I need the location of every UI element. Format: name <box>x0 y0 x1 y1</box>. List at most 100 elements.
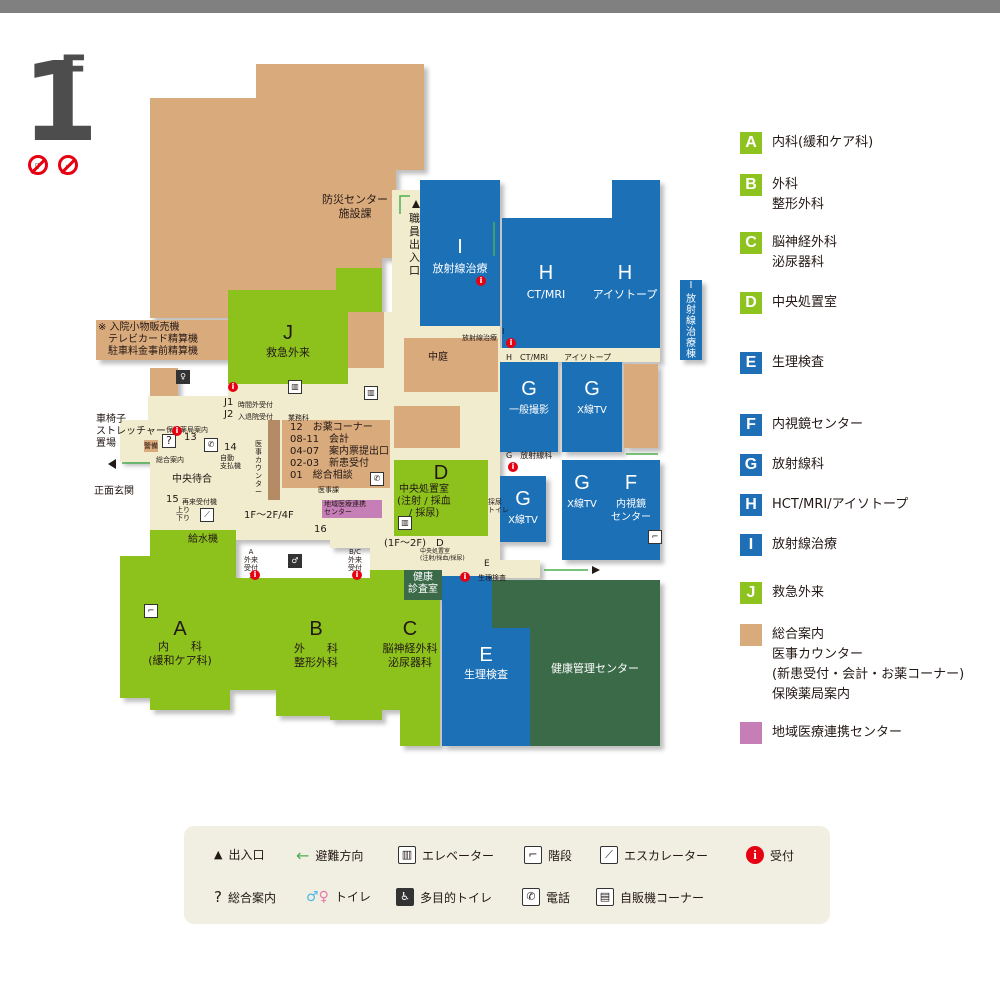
key-elevator: ▥ エレベーター <box>398 846 494 864</box>
legend-swatch-H: H <box>740 494 762 516</box>
area-H1 <box>502 218 590 348</box>
area-F-letter: F <box>624 472 638 494</box>
j1-label: J1 <box>224 397 234 408</box>
area-G3-letter: G <box>515 488 531 510</box>
area-G4 <box>562 460 602 560</box>
j1-text: 時間外受付 <box>238 401 273 409</box>
floor-suffix: F <box>60 48 88 94</box>
staff-entrance-label: 職 員 出 入 口 <box>409 212 420 277</box>
d-uketsuke-letter: D <box>436 538 444 549</box>
area-E-name: 生理検査 <box>464 668 508 681</box>
area-G4-letter: G <box>574 472 590 494</box>
area-G4-name: X線TV <box>567 499 597 510</box>
front-entrance-label: 正面玄関 <box>94 486 134 497</box>
key-evac-label: 避難方向 <box>315 849 364 863</box>
wheelchair-storage: 車椅子 ストレッチャー 置場 <box>96 414 166 449</box>
key-accessible-label: 多目的トイレ <box>420 890 493 905</box>
area-G2-name: X線TV <box>577 405 607 416</box>
area-J <box>228 268 382 384</box>
area-C <box>382 570 440 746</box>
area-I2-letter: I <box>689 280 693 291</box>
legend-swatch-A: A <box>740 132 762 154</box>
area-J-letter: J <box>283 322 293 344</box>
info-question-icon: ? <box>162 434 176 448</box>
h-uketsuke: H CT/MRI アイソトープ <box>506 353 612 362</box>
legend-swatch-F: F <box>740 414 762 436</box>
area-G1-letter: G <box>521 378 537 400</box>
area-J-name: 救急外来 <box>266 346 310 359</box>
legend-swatch-general <box>740 624 762 646</box>
legend-text-A: 内科(緩和ケア科) <box>772 135 874 150</box>
elevator-icon: ▥ <box>288 380 302 394</box>
key-entrance-label: 出入口 <box>228 848 265 862</box>
j2-label: J2 <box>224 409 234 420</box>
key-escalator-label: エスカレーター <box>624 848 709 863</box>
area-D-name: 中央処置室 (注射 / 採血 / 採尿) <box>397 484 451 519</box>
reception-icon: i <box>250 570 260 580</box>
area-I2 <box>680 280 702 360</box>
area-D-letter: D <box>433 462 449 484</box>
key-evac: ← 避難方向 <box>296 846 363 865</box>
gyoumu-label: 業務科 <box>288 414 309 422</box>
key-phone: ✆ 電話 <box>522 888 570 906</box>
key-escalator: ⟋ エスカレーター <box>600 846 708 864</box>
area-H1-name: CT/MRI <box>526 288 566 301</box>
entrance-triangle <box>108 459 116 469</box>
legend-swatch-J: J <box>740 582 762 604</box>
key-entrance: ▲ 出入口 <box>214 846 264 863</box>
area-A <box>120 530 276 710</box>
reception-icon: i <box>746 846 764 864</box>
bousai-label: 防災センター 施設課 <box>322 193 388 220</box>
chiiki-label: 地域医療連携 センター <box>324 500 366 516</box>
reception-icon: i <box>352 570 362 580</box>
area-I1 <box>420 180 500 326</box>
n13-label: 13 <box>184 432 197 443</box>
stairs-icon: ⌐ <box>144 604 158 618</box>
hoken-label: 保険薬局案内 <box>166 426 208 434</box>
phone-icon: ✆ <box>204 438 218 452</box>
counter-list: 12 お薬コーナー 08-11 会計 04-07 案内票提出口 02-03 新患… <box>290 422 390 481</box>
area-G2 <box>562 362 622 452</box>
health-check-label: 健康 診査室 <box>408 572 438 595</box>
east-entrance-triangle <box>592 566 600 574</box>
legend-swatch-B: B <box>740 174 762 196</box>
n15-text: 再来受付機 <box>182 498 217 506</box>
area-F-name: 内視鏡 センター <box>611 499 651 523</box>
reception-icon: i <box>476 276 486 286</box>
legend-text-I: 放射線治療 <box>772 537 838 552</box>
area-H1-letter: H <box>538 262 554 284</box>
info-question-icon: ? <box>214 888 222 906</box>
legend-text-chiiki: 地域医療連携センター <box>772 725 903 740</box>
elevator-icon: ▥ <box>398 516 412 530</box>
legend-swatch-D: D <box>740 292 762 314</box>
area-G1 <box>500 362 558 452</box>
legend-text-general: 総合案内 医事カウンター (新患受付・会計・お薬コーナー) 保険薬局案内 <box>772 627 965 702</box>
reception-icon: i <box>228 382 238 392</box>
courtyard <box>404 338 498 392</box>
area-G1-name: 一般撮影 <box>509 405 549 416</box>
sougou-label: 総合案内 <box>156 456 184 464</box>
key-stairs-label: 階段 <box>548 848 573 863</box>
area-G2-letter: G <box>584 378 600 400</box>
area-H2 <box>590 180 660 348</box>
phone-icon: ✆ <box>370 472 384 486</box>
vending-note: ※ 入院小物販売機 テレビカード精算機 駐車料金事前精算機 <box>98 322 198 357</box>
toilet-icon: ♀ <box>176 370 190 384</box>
key-elevator-label: エレベーター <box>422 848 495 863</box>
tan-room-b <box>394 406 460 448</box>
legend-text-B: 外科 整形外科 <box>772 177 825 212</box>
key-vending: ▤ 自販機コーナー <box>596 888 704 906</box>
i-uketsuke: I <box>502 327 505 336</box>
iji-counter-label: 医 事 カ ウ ン タ ー <box>255 440 262 496</box>
health-check-room <box>404 570 442 600</box>
key-reception-label: 受付 <box>770 848 795 863</box>
water-label: 給水機 <box>188 534 218 545</box>
vending-machine-icon: ▤ <box>596 888 614 906</box>
legend-text-D: 中央処置室 <box>772 295 838 310</box>
key-info: ? 総合案内 <box>214 888 276 906</box>
health-center <box>492 580 660 746</box>
area-C-letter: C <box>402 618 418 640</box>
reception-icon: i <box>506 338 516 348</box>
no-phone-icon: ▯ <box>28 155 48 175</box>
vending-note-box <box>96 320 228 360</box>
